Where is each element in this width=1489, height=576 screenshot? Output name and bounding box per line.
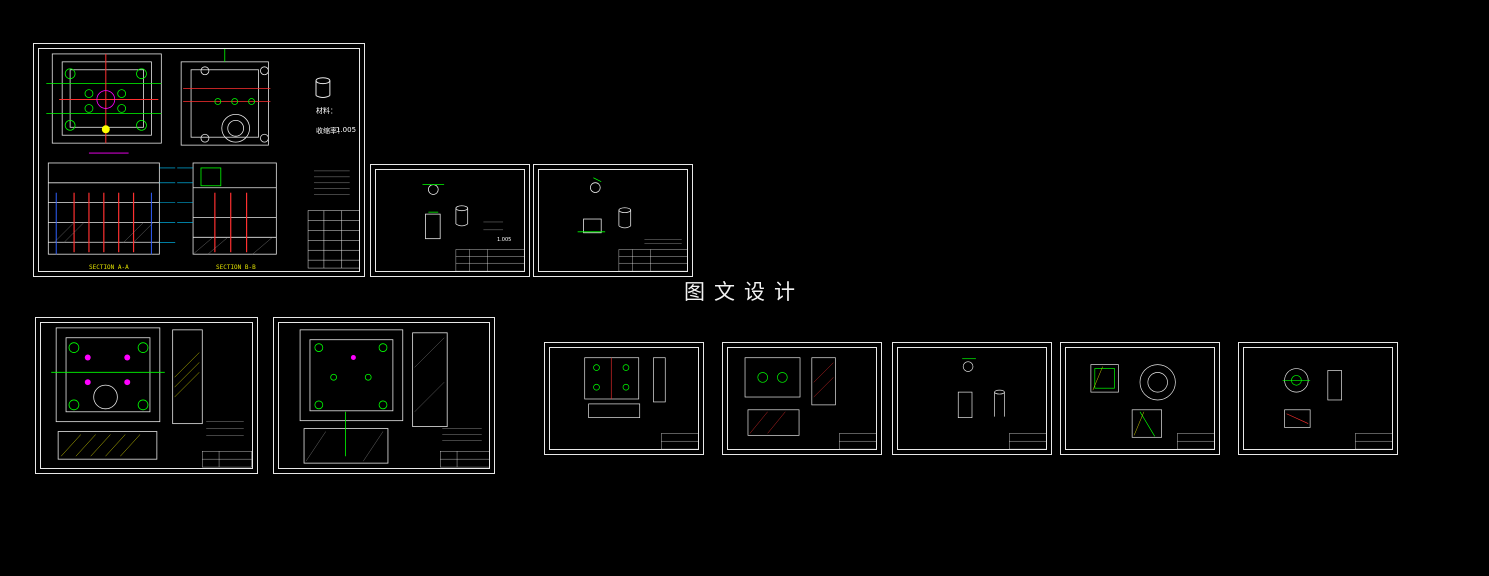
drawing-sheet-assembly[interactable]: 材料： 收缩率： 1.005 SECTION A-A SECTION B-B [33, 43, 365, 277]
sheet-border [538, 169, 688, 272]
drawing-sheet-small-4[interactable] [1060, 342, 1220, 455]
section-a-caption: SECTION A-A [89, 264, 129, 271]
sheet-border [897, 347, 1047, 450]
sheet-border [375, 169, 525, 272]
plate-drawing-graphics [51, 327, 252, 468]
shrink-value: 1.005 [336, 126, 357, 134]
sheet-border [549, 347, 699, 450]
assembly-drawing-graphics [46, 48, 360, 269]
sheet-border [40, 322, 253, 469]
part-drawing-graphics [422, 184, 525, 272]
drawing-sheet-plate-2[interactable] [273, 317, 495, 474]
drawing-sheet-small-1[interactable] [544, 342, 704, 455]
part-drawing-graphics [1282, 368, 1393, 450]
shrink-label: 收缩率： [316, 127, 344, 135]
sheet-border [1065, 347, 1215, 450]
part1-shrink-value: 1.005 [497, 237, 512, 243]
material-label: 材料： [316, 107, 337, 115]
part-drawing-graphics [577, 177, 688, 272]
drawing-sheet-part-1[interactable]: 1.005 [370, 164, 530, 277]
drawing-sheet-small-5[interactable] [1238, 342, 1398, 455]
drawing-sheet-plate-1[interactable] [35, 317, 258, 474]
sheet-border [38, 48, 360, 272]
drawing-sheet-small-3[interactable] [892, 342, 1052, 455]
part-drawing-graphics [1090, 364, 1215, 450]
watermark-text: 图文设计 [684, 280, 804, 304]
drawing-sheet-part-2[interactable] [533, 164, 693, 277]
plate-drawing-graphics [299, 329, 490, 468]
section-b-caption: SECTION B-B [216, 264, 256, 271]
part-drawing-graphics [957, 358, 1047, 450]
sheet-border [727, 347, 877, 450]
part-drawing-graphics [744, 357, 877, 450]
sheet-border [278, 322, 490, 469]
sheet-border [1243, 347, 1393, 450]
part-drawing-graphics [584, 357, 699, 450]
drawing-sheet-small-2[interactable] [722, 342, 882, 455]
